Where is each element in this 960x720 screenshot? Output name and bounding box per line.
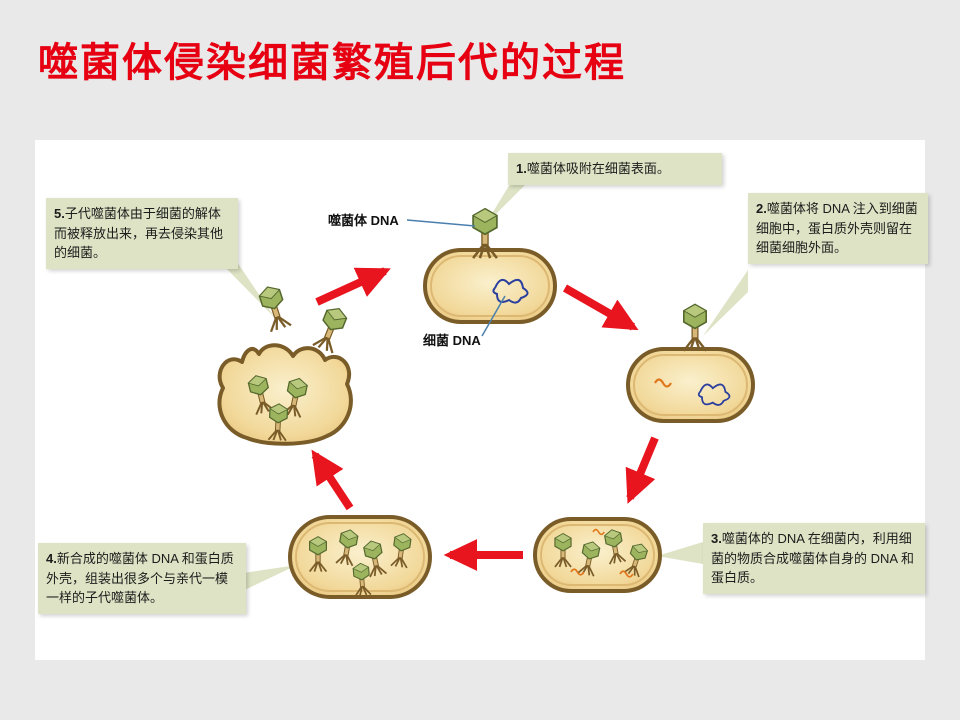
callout-step-1-text: 噬菌体吸附在细菌表面。 — [526, 161, 670, 176]
phage-dna-line — [406, 219, 476, 227]
callout-step-4-number: 4. — [46, 551, 57, 566]
callout-step-5-number: 5. — [54, 206, 65, 221]
callout-step-1-number: 1. — [516, 161, 527, 176]
callout-step-4: 4.新合成的噬菌体 DNA 和蛋白质外壳，组装出很多个与亲代一模一样的子代噬菌体… — [38, 543, 246, 614]
bacterium-step3 — [533, 517, 662, 593]
callout-step-3-text: 噬菌体的 DNA 在细菌内，利用细菌的物质合成噬菌体自身的 DNA 和蛋白质。 — [711, 531, 914, 585]
cycle-arrows — [311, 267, 659, 571]
callout-step-5: 5.子代噬菌体由于细菌的解体而被释放出来，再去侵染其他的细菌。 — [46, 198, 238, 269]
callout-step-2-text: 噬菌体将 DNA 注入到细菌细胞中，蛋白质外壳则留在细菌细胞外面。 — [756, 201, 918, 255]
arrow-step5-to-1 — [315, 267, 391, 306]
phage-icon — [682, 303, 708, 352]
bacterium-step5-lysed — [217, 282, 353, 446]
label-lines — [406, 219, 506, 337]
cycle-diagram — [217, 179, 755, 599]
callout-step-1: 1.噬菌体吸附在细菌表面。 — [508, 153, 722, 185]
callout-step-5-text: 子代噬菌体由于细菌的解体而被释放出来，再去侵染其他的细菌。 — [54, 206, 224, 260]
bacterium-step1 — [423, 207, 557, 324]
callout-step-4-text: 新合成的噬菌体 DNA 和蛋白质外壳，组装出很多个与亲代一模一样的子代噬菌体。 — [46, 551, 234, 605]
arrow-step2-to-3 — [625, 436, 659, 504]
pointer-step-1 — [485, 179, 531, 225]
arrow-step1-to-2 — [563, 284, 639, 331]
arrow-step4-to-5 — [311, 449, 354, 511]
pointer-step-4 — [230, 565, 297, 597]
callout-step-2-number: 2. — [756, 201, 767, 216]
callout-step-3: 3.噬菌体的 DNA 在细菌内，利用细菌的物质合成噬菌体自身的 DNA 和蛋白质… — [703, 523, 925, 594]
bacterium-step4 — [288, 515, 432, 599]
bacteria-dna-label: 细菌 DNA — [423, 333, 481, 348]
pointer-step-3 — [657, 542, 703, 564]
phage-icon — [256, 282, 293, 333]
page-title: 噬菌体侵染细菌繁殖后代的过程 — [38, 41, 626, 85]
phage-icon — [311, 303, 350, 355]
callout-step-3-number: 3. — [711, 531, 722, 546]
bacterium-step2 — [626, 303, 755, 423]
callout-step-2: 2.噬菌体将 DNA 注入到细菌细胞中，蛋白质外壳则留在细菌细胞外面。 — [748, 193, 928, 264]
diagram-panel: 1.噬菌体吸附在细菌表面。 2.噬菌体将 DNA 注入到细菌细胞中，蛋白质外壳则… — [35, 140, 928, 660]
bacteria-dna-line — [481, 295, 506, 337]
pointer-step-2 — [703, 270, 748, 336]
phage-dna-label: 噬菌体 DNA — [328, 213, 399, 228]
